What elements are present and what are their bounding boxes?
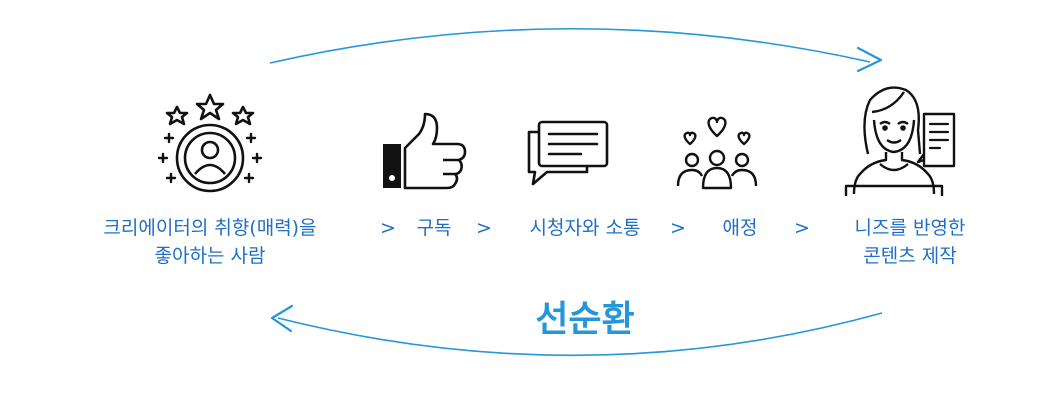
separator-4: > bbox=[794, 217, 810, 239]
stage-label-content-line1: 니즈를 반영한 bbox=[854, 217, 966, 239]
stage-label-fan: 크리에이터의 취향(매력)을 좋아하는 사람 bbox=[60, 214, 360, 270]
top-arrow-head bbox=[856, 46, 883, 73]
bottom-arrow bbox=[277, 312, 883, 357]
cycle-label: 선순환 bbox=[535, 299, 635, 340]
separator-3: > bbox=[670, 217, 686, 239]
separator-2: > bbox=[476, 217, 492, 239]
stage-label-love-line1: 애정 bbox=[722, 217, 758, 239]
stage-label-love: 애정 bbox=[700, 214, 780, 242]
stage-label-fan-line1: 크리에이터의 취향(매력)을 bbox=[103, 217, 317, 239]
stage-label-content-line2: 콘텐츠 제작 bbox=[863, 245, 957, 267]
stage-label-view: 시청자와 소통 bbox=[500, 214, 670, 242]
bottom-arrow-head bbox=[270, 304, 294, 333]
stage-label-view-line1: 시청자와 소통 bbox=[529, 217, 641, 239]
stage-label-content: 니즈를 반영한 콘텐츠 제작 bbox=[820, 214, 1000, 270]
star-person-icon bbox=[157, 93, 263, 193]
stage-label-subscribe: 구독 bbox=[404, 214, 464, 242]
separator-1: > bbox=[380, 217, 396, 239]
creator-icon bbox=[844, 86, 956, 196]
top-arrow bbox=[269, 27, 871, 64]
stage-label-fan-line2: 좋아하는 사람 bbox=[154, 245, 266, 267]
thumbs-up-icon bbox=[383, 112, 467, 190]
people-hearts-icon bbox=[676, 116, 758, 190]
chat-bubble-icon bbox=[527, 120, 609, 186]
stage-label-subscribe-line1: 구독 bbox=[416, 217, 452, 239]
